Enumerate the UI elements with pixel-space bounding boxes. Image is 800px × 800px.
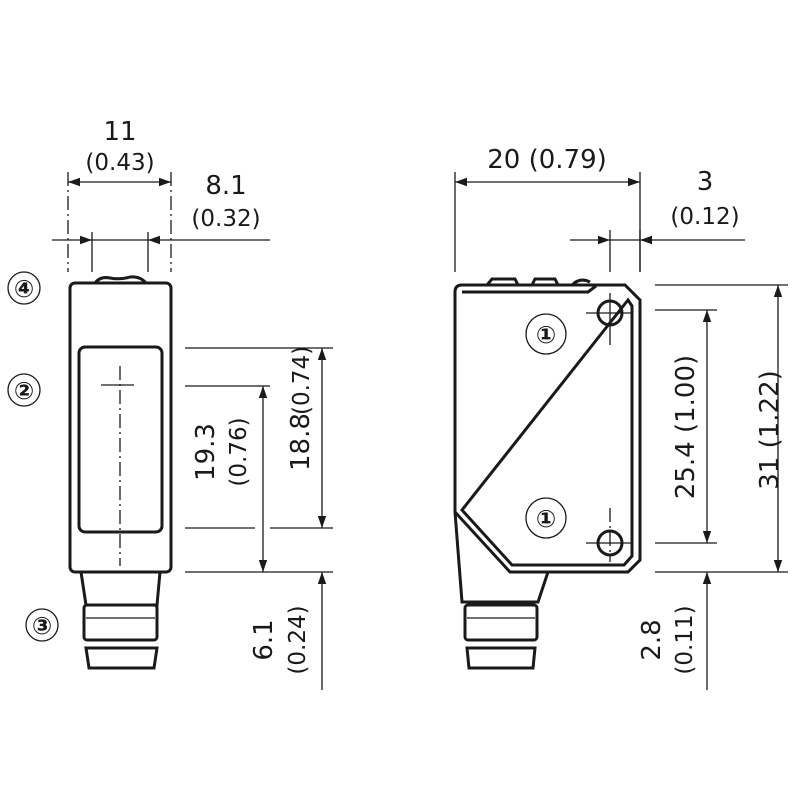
dim-18-8-in: (0.74): [289, 346, 315, 415]
callout-1-bottom: ①: [536, 505, 556, 533]
dim-width-20: 20 (0.79): [454, 145, 641, 272]
callout-3: ③: [32, 612, 52, 640]
dim-20: 20 (0.79): [487, 145, 607, 175]
callout-2: ②: [14, 377, 34, 405]
dim-3-in: (0.12): [670, 204, 739, 230]
dim-31: 31 (1.22): [755, 370, 785, 490]
dim-19-3-mm: 19.3: [191, 423, 221, 481]
side-callouts: ④ ② ③: [7, 271, 59, 642]
side-view-connector: [79, 571, 162, 670]
dim-18-8-mm: 18.8: [286, 413, 316, 471]
dim-hole-offset-3: 3 (0.12): [570, 167, 745, 272]
dim-11-in: (0.43): [85, 150, 154, 176]
dim-2-8-in: (0.11): [672, 605, 698, 674]
side-vertical-dimensions: 19.3 (0.76) 18.8 (0.74) 6.1 (0.24): [185, 346, 333, 690]
dim-11-mm: 11: [103, 117, 136, 147]
front-view-connector: [463, 603, 539, 670]
dim-19-3-in: (0.76): [226, 417, 252, 486]
dim-offset-8-1: 8.1 (0.32): [52, 171, 270, 272]
dim-8-1-in: (0.32): [191, 206, 260, 232]
dim-width-11: 11 (0.43): [67, 117, 172, 272]
dim-8-1-mm: 8.1: [205, 171, 246, 201]
front-view-body: [453, 277, 642, 604]
dim-2-8-mm: 2.8: [637, 619, 667, 660]
front-vertical-dimensions: 25.4 (1.00) 31 (1.22) 2.8 (0.11): [637, 284, 788, 690]
callout-1-top: ①: [536, 321, 556, 349]
callout-4: ④: [14, 275, 34, 303]
dim-3-mm: 3: [697, 167, 714, 197]
dim-25-4: 25.4 (1.00): [671, 355, 701, 499]
dim-6-1-in: (0.24): [285, 605, 311, 674]
dim-6-1-mm: 6.1: [249, 619, 279, 660]
side-view-body: [68, 275, 173, 574]
front-callouts: ① ①: [525, 313, 567, 539]
